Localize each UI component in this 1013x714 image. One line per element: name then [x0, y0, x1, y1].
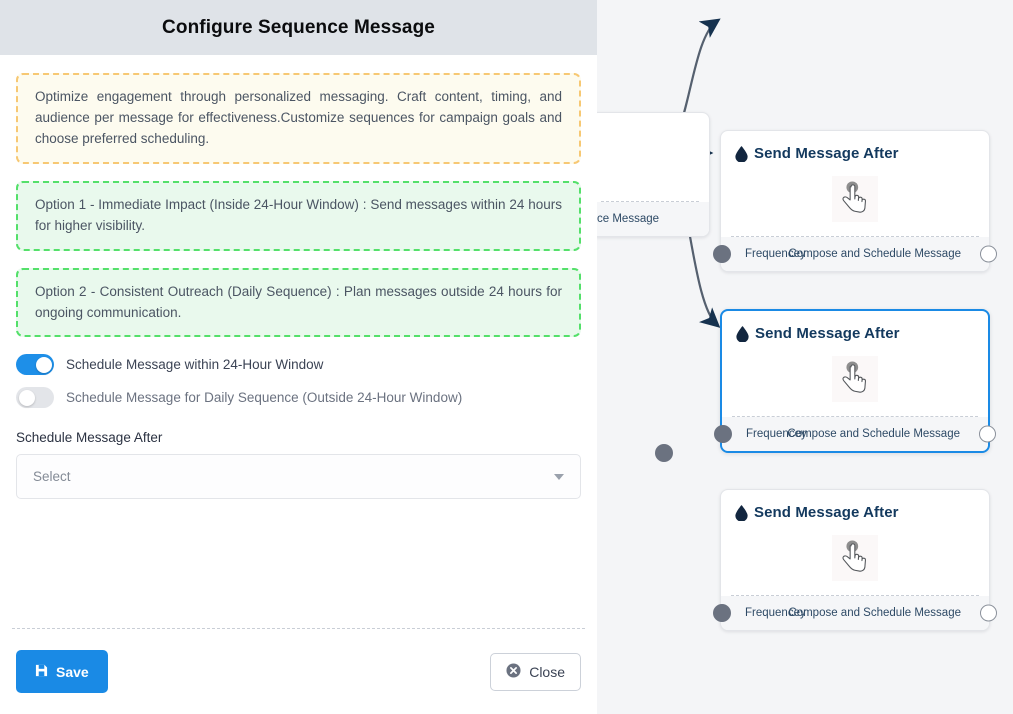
node-title-text: Send Message After — [755, 325, 900, 342]
node-divider — [731, 236, 979, 237]
toggle-row-within-24h[interactable]: Schedule Message within 24-Hour Window — [16, 354, 581, 376]
panel-footer: Save Close — [12, 628, 585, 714]
node-footer-compose-label: Compose and Schedule Message — [788, 607, 961, 619]
node-title-text: Send Message After — [754, 145, 899, 162]
option-1-note: Option 1 - Immediate Impact (Inside 24-H… — [16, 180, 581, 251]
node-body — [722, 342, 988, 416]
schedule-after-select[interactable]: Select — [16, 454, 581, 500]
save-button-label: Save — [56, 663, 89, 680]
hand-cursor-icon — [832, 535, 878, 581]
node-footer-compose-label: Compose and Schedule Message — [787, 428, 960, 440]
panel-header: Configure Sequence Message — [0, 0, 597, 55]
node-header: Send Message After — [721, 131, 989, 163]
save-icon — [35, 664, 48, 680]
toggle-knob — [35, 356, 52, 373]
node-footer-partial: ce Message — [597, 202, 709, 236]
node-divider — [732, 416, 978, 417]
flow-node-source-partial[interactable]: ce Message — [597, 112, 710, 237]
info-note: Optimize engagement through personalized… — [16, 73, 581, 164]
node-header: Send Message After — [722, 311, 988, 343]
droplet-icon — [735, 504, 748, 522]
toggle-label-daily-sequence: Schedule Message for Daily Sequence (Out… — [66, 390, 463, 406]
node-footer-frequency-label: Frequencey — [745, 248, 806, 260]
droplet-icon — [736, 325, 749, 343]
close-button-label: Close — [529, 663, 565, 680]
node-body — [721, 162, 989, 236]
panel-body: Optimize engagement through personalized… — [0, 55, 597, 628]
schedule-after-label: Schedule Message After — [16, 430, 163, 446]
toggle-knob — [18, 389, 35, 406]
node-title-text: Send Message After — [754, 504, 899, 521]
target-handle[interactable] — [714, 425, 732, 443]
source-handle[interactable] — [980, 604, 997, 622]
option-2-note: Option 2 - Consistent Outreach (Daily Se… — [16, 267, 581, 338]
node-body — [721, 521, 989, 595]
node-footer-frequency-label: Frequencey — [746, 428, 807, 440]
flow-node-send-message-after-3[interactable]: Send Message After Frequencey Compose an… — [713, 489, 997, 631]
node-header: Send Message After — [721, 490, 989, 522]
flow-node-send-message-after-2[interactable]: Send Message After Frequencey Compose an… — [714, 309, 996, 453]
toggle-schedule-within-24h[interactable] — [16, 354, 54, 376]
source-handle[interactable] — [979, 425, 996, 443]
save-button[interactable]: Save — [16, 650, 108, 693]
close-icon — [506, 662, 521, 681]
target-handle[interactable] — [713, 245, 731, 263]
source-handle-hub[interactable] — [655, 444, 673, 462]
node-footer: Frequencey Compose and Schedule Message — [714, 417, 996, 451]
node-divider — [731, 595, 979, 596]
close-button[interactable]: Close — [490, 652, 581, 691]
flow-canvas[interactable]: ce Message Send Message After — [597, 0, 1013, 714]
node-body-partial — [597, 127, 709, 201]
chevron-down-icon[interactable] — [554, 473, 564, 480]
node-footer-frequency-label: Frequencey — [745, 607, 806, 619]
schedule-after-select-value: Select — [33, 469, 71, 485]
hand-cursor-icon — [832, 176, 878, 222]
node-divider — [601, 201, 699, 202]
node-footer: Frequencey Compose and Schedule Message — [713, 596, 997, 630]
toggle-schedule-daily-sequence[interactable] — [16, 387, 54, 409]
source-handle[interactable] — [980, 245, 997, 263]
page-title: Configure Sequence Message — [162, 16, 435, 38]
target-handle[interactable] — [713, 604, 731, 622]
toggle-row-daily-sequence[interactable]: Schedule Message for Daily Sequence (Out… — [16, 387, 581, 409]
hand-cursor-icon — [832, 356, 878, 402]
droplet-icon — [735, 145, 748, 163]
configure-sequence-panel: Configure Sequence Message Optimize enga… — [0, 0, 597, 714]
node-title-partial — [597, 113, 709, 127]
node-footer-compose-label: Compose and Schedule Message — [788, 248, 961, 260]
toggle-label-within-24h: Schedule Message within 24-Hour Window — [66, 357, 324, 373]
flow-node-send-message-after-1[interactable]: Send Message After Frequencey Compose an… — [713, 130, 997, 272]
node-footer: Frequencey Compose and Schedule Message — [713, 237, 997, 271]
node-footer-right-label: ce Message — [597, 213, 660, 225]
